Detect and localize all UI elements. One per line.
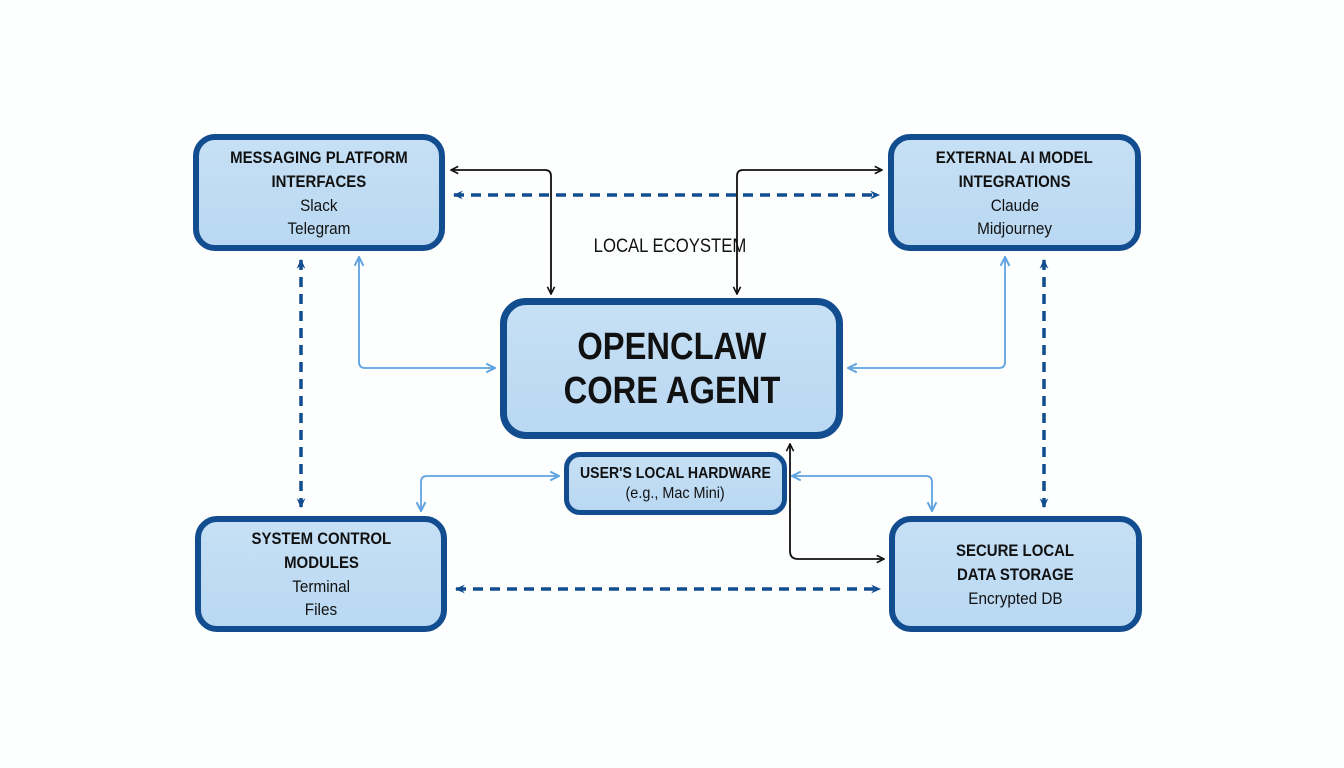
node-title: OPENCLAW [577,325,766,368]
edge-messaging-core-solid [451,170,551,294]
node-title: INTERFACES [271,171,367,191]
node-messaging-platform-interfaces: MESSAGING PLATFORM INTERFACES Slack Tele… [193,134,445,251]
node-title: EXTERNAL AI MODEL [935,147,1094,167]
edge-messaging-core-light [359,257,495,368]
node-system-control-modules: SYSTEM CONTROL MODULES Terminal Files [195,516,447,632]
node-users-local-hardware: USER'S LOCAL HARDWARE (e.g., Mac Mini) [564,452,787,515]
edge-hardware-storage-light [792,476,932,511]
edge-ai-core-light [848,257,1005,368]
node-title: CORE AGENT [563,369,780,412]
node-secure-local-data-storage: SECURE LOCAL DATA STORAGE Encrypted DB [889,516,1142,632]
node-item: Telegram [287,218,351,238]
node-title: USER'S LOCAL HARDWARE [580,465,771,482]
node-item: Slack [300,195,338,215]
node-item: Files [304,600,338,619]
ecosystem-label: LOCAL ECOYSTEM [593,236,747,257]
node-item: (e.g., Mac Mini) [625,485,726,502]
edge-storage-core-solid [790,444,884,559]
node-item: Midjourney [977,218,1052,238]
node-title: INTEGRATIONS [958,171,1071,191]
edge-ai-core-solid [737,170,882,294]
node-item: Terminal [292,577,350,596]
node-item: Claude [990,195,1039,215]
node-title: MODULES [283,553,359,572]
node-item: Encrypted DB [968,588,1063,608]
node-openclaw-core-agent: OPENCLAW CORE AGENT [500,298,843,439]
node-title: SYSTEM CONTROL [251,529,391,548]
node-title: MESSAGING PLATFORM [230,147,408,167]
edge-hardware-system-light [421,476,559,511]
node-title: SECURE LOCAL [956,540,1075,560]
node-external-ai-model-integrations: EXTERNAL AI MODEL INTEGRATIONS Claude Mi… [888,134,1141,251]
node-title: DATA STORAGE [957,564,1074,584]
